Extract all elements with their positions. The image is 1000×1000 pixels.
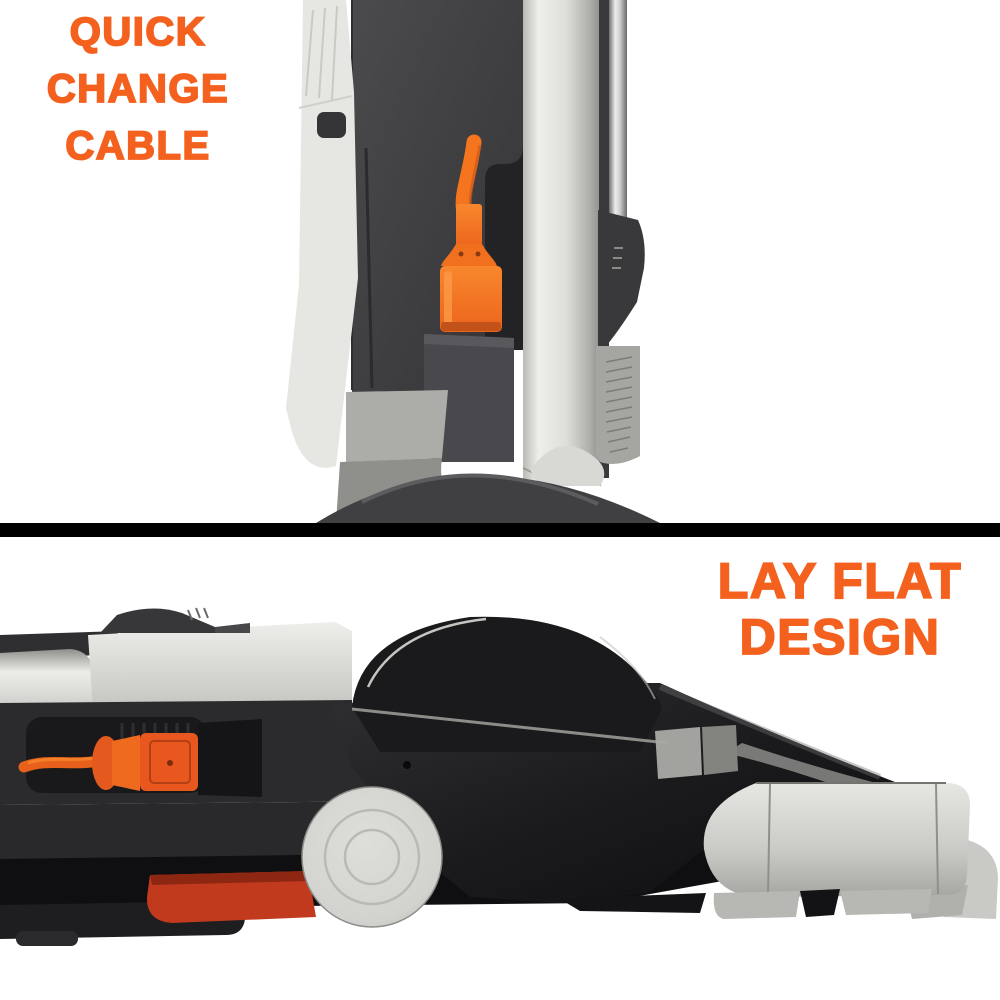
cable-flat bbox=[18, 755, 104, 773]
wheel-arch bbox=[351, 616, 669, 752]
bottom-panel: LAY FLAT DESIGN bbox=[0, 537, 1000, 1000]
nozzle-housing bbox=[560, 782, 970, 919]
kickstand-red bbox=[146, 871, 316, 923]
plug-flat bbox=[92, 733, 198, 791]
caption-line: CABLE bbox=[64, 123, 211, 169]
top-illustration bbox=[286, 0, 660, 523]
socket-flat bbox=[198, 719, 262, 797]
pivot-dome bbox=[316, 473, 660, 523]
rear-wheel bbox=[301, 786, 443, 928]
top-panel: QUICK CHANGE CABLE bbox=[8, 0, 660, 523]
cable-plug bbox=[440, 204, 502, 332]
handle-rod bbox=[609, 0, 627, 218]
handle-grip bbox=[286, 0, 358, 468]
cord-hook bbox=[598, 210, 645, 346]
caption-lay-flat-design: LAY FLAT DESIGN bbox=[690, 552, 990, 666]
handle-button bbox=[317, 112, 346, 138]
plug-socket bbox=[424, 334, 514, 462]
caption-quick-change-cable: QUICK CHANGE CABLE bbox=[8, 4, 268, 175]
bottom-illustration bbox=[0, 607, 998, 946]
battery-box bbox=[88, 607, 352, 709]
caption-line: DESIGN bbox=[739, 608, 941, 666]
vent-panel bbox=[530, 346, 640, 486]
caption-line: CHANGE bbox=[46, 66, 230, 112]
caption-line: LAY FLAT bbox=[717, 552, 963, 610]
panel-divider bbox=[0, 523, 1000, 537]
caption-line: QUICK bbox=[69, 9, 207, 55]
